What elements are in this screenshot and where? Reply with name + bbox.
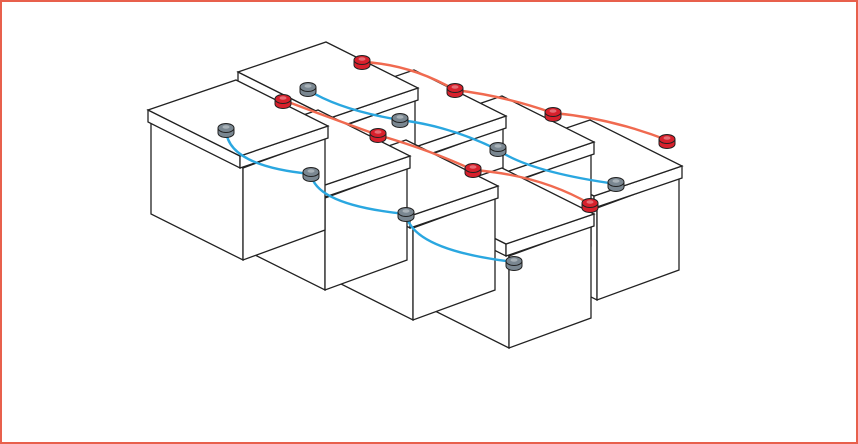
terminal-highlight [586,200,594,204]
positive-cable-front-row [281,98,592,206]
negative-terminal-back-1 [299,82,317,97]
terminal-highlight [374,130,382,134]
terminal-top [217,123,235,133]
terminal-highlight [307,169,315,173]
terminal-top [299,82,317,92]
terminal-top [489,142,507,152]
terminal-top [464,163,482,173]
terminal-highlight [358,57,366,61]
battery-lid-top [146,79,330,157]
terminal-top [397,207,415,217]
terminal-top [607,177,625,187]
terminal-top [446,83,464,93]
terminal-highlight [396,115,404,119]
terminal-top [658,134,676,144]
terminal-top [302,167,320,177]
negative-terminal-front-4 [505,256,523,271]
terminal-top [505,256,523,266]
positive-terminal-front-1 [274,94,292,109]
terminal-highlight [222,125,230,129]
terminals [217,55,676,271]
terminal-top [391,113,409,123]
negative-terminal-back-3 [489,142,507,157]
terminal-highlight [402,209,410,213]
positive-terminal-back-1 [353,55,371,70]
negative-cable-front-row [224,128,516,264]
terminal-highlight [304,84,312,88]
negative-terminal-back-4 [607,177,625,192]
terminal-highlight [451,85,459,89]
cables [224,60,669,264]
positive-terminal-front-4 [581,198,599,213]
positive-terminal-back-2 [446,83,464,98]
battery-front-1 [146,79,330,262]
negative-terminal-back-2 [391,113,409,128]
terminal-highlight [663,136,671,140]
terminal-top [274,94,292,104]
positive-terminal-back-4 [658,134,676,149]
terminal-top [353,55,371,65]
negative-terminal-front-2 [302,167,320,182]
battery-lid-top [236,41,420,119]
terminal-highlight [549,109,557,113]
positive-terminal-back-3 [544,107,562,122]
negative-terminal-front-1 [217,123,235,138]
terminal-highlight [510,258,518,262]
terminal-highlight [612,179,620,183]
negative-cable-back-row [306,88,618,186]
terminal-top [544,107,562,117]
terminal-highlight [279,96,287,100]
terminal-highlight [494,144,502,148]
positive-terminal-front-2 [369,128,387,143]
negative-terminal-front-3 [397,207,415,222]
terminal-top [369,128,387,138]
terminal-highlight [469,165,477,169]
positive-cable-back-row [360,60,669,142]
front-row [146,79,596,350]
positive-terminal-front-3 [464,163,482,178]
terminal-top [581,198,599,208]
